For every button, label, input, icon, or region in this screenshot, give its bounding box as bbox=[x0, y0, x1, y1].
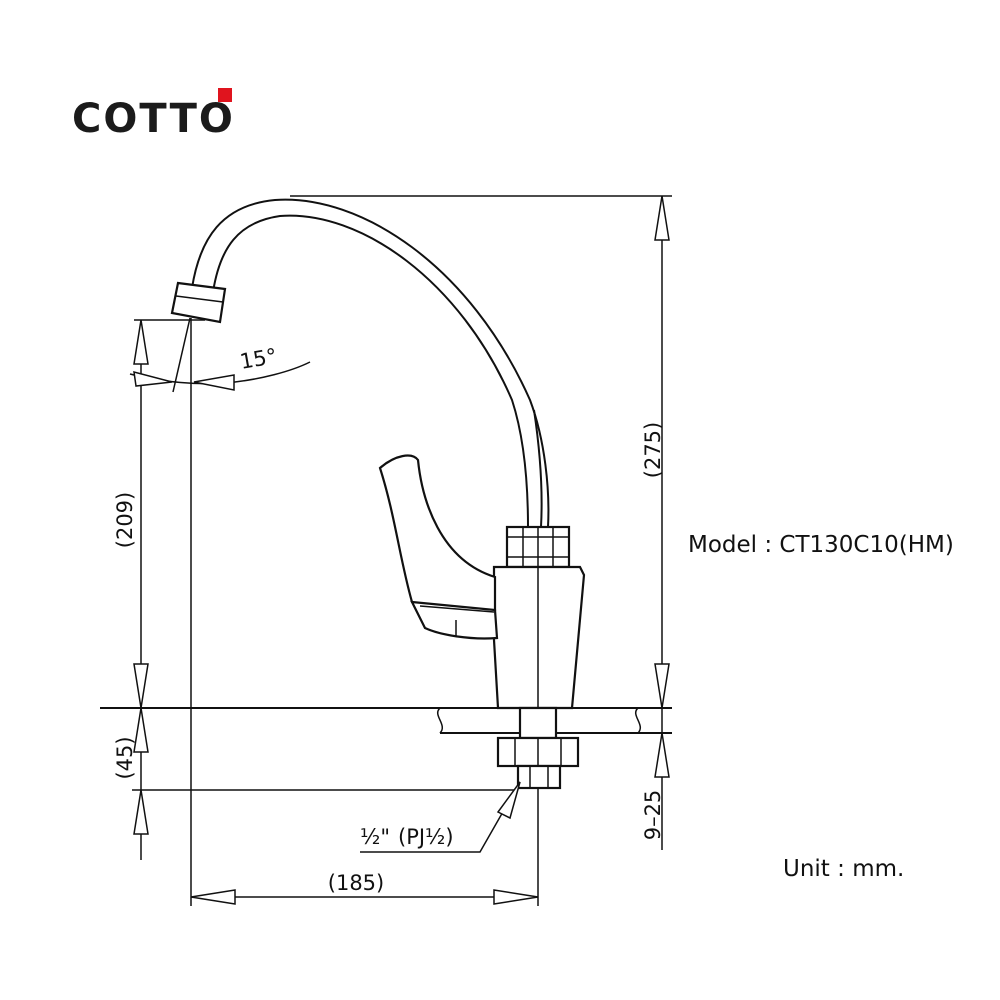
dimension-total-height: (275) bbox=[290, 195, 672, 709]
dimension-base-height-label: (45) bbox=[113, 736, 137, 779]
dimension-spout-reach-label: (185) bbox=[328, 871, 384, 895]
connection-inch-label: ½" bbox=[360, 825, 390, 849]
dimension-thread-range: 9–25 bbox=[578, 708, 672, 850]
countertop-section bbox=[100, 707, 672, 734]
mounting-nut-assembly bbox=[496, 706, 580, 790]
dimension-spout-reach: (185) bbox=[190, 318, 539, 906]
model-label: Model : CT130C10(HM) bbox=[688, 532, 954, 558]
brand-logo-text: COTTO bbox=[72, 96, 235, 142]
dimension-total-height-label: (275) bbox=[641, 422, 665, 478]
dimension-angle: 15° bbox=[129, 317, 311, 393]
dimension-angle-label: 15° bbox=[238, 344, 279, 374]
aerator-nozzle bbox=[170, 281, 227, 324]
faucet-spout bbox=[191, 198, 550, 528]
brand-accent-square bbox=[218, 88, 232, 102]
dimension-spout-height: (209) bbox=[113, 319, 205, 709]
unit-label: Unit : mm. bbox=[783, 856, 905, 882]
leader-connection-size: ½" (PJ½) bbox=[360, 781, 521, 853]
dimension-thread-range-label: 9–25 bbox=[641, 790, 665, 841]
dimension-base-height: (45) bbox=[113, 707, 518, 860]
spout-collar-nut bbox=[505, 525, 571, 569]
connection-pj-label: (PJ½) bbox=[398, 825, 454, 849]
dimension-spout-height-label: (209) bbox=[113, 492, 137, 548]
lever-handle bbox=[378, 454, 499, 640]
faucet-body bbox=[492, 565, 586, 710]
